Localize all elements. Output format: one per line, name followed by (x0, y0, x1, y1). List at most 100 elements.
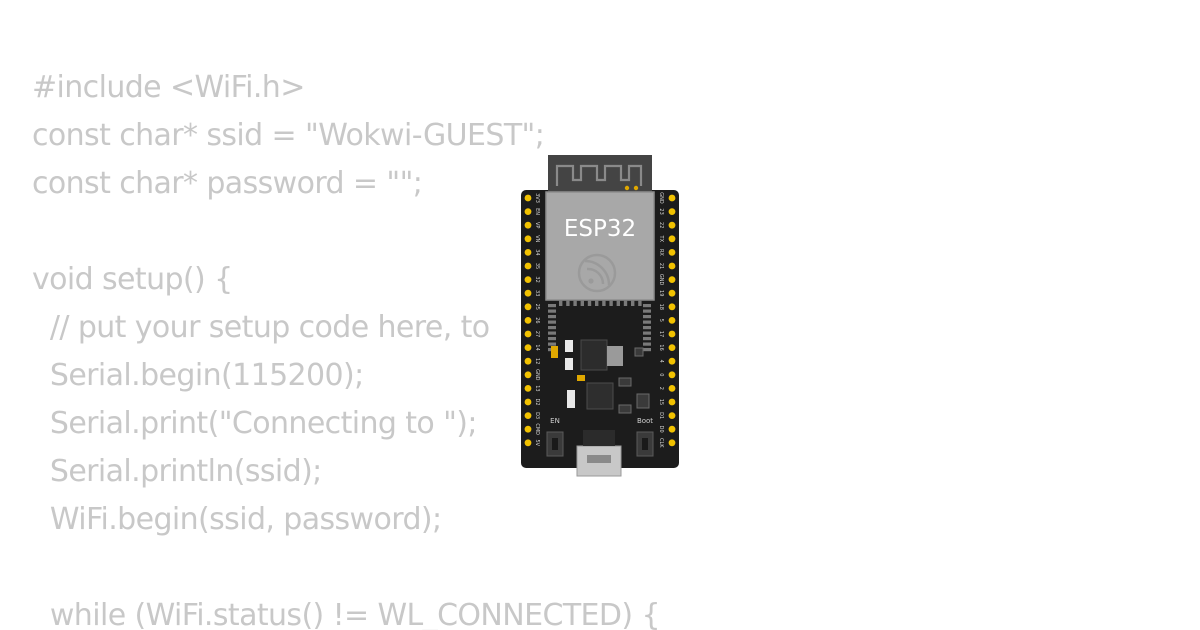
antenna-area (548, 155, 652, 197)
pin-label: 35 (534, 263, 540, 269)
module-pad (573, 300, 577, 306)
pin-left-13[interactable] (524, 357, 532, 365)
esp32-board-graphic: ESP32 EN Boot (521, 155, 679, 477)
module-pad (587, 300, 592, 306)
pin-left-14[interactable] (524, 371, 532, 379)
pin-right-18[interactable] (668, 425, 676, 433)
pin-right-9[interactable] (668, 303, 676, 311)
module-pad (548, 315, 556, 319)
esp32-board[interactable]: ESP32 EN Boot (517, 150, 683, 480)
pin-label: 26 (534, 317, 540, 323)
code-line-6: // put your setup code here, to (32, 310, 490, 345)
pin-left-5[interactable] (524, 249, 532, 256)
pin-left-2[interactable] (524, 208, 532, 215)
smd-component (634, 347, 644, 357)
pin-right-10[interactable] (668, 317, 676, 324)
smd-component (567, 390, 575, 408)
module-pad (548, 337, 556, 341)
pin-right-13[interactable] (668, 357, 676, 365)
module-pad (643, 348, 651, 352)
pin-label: 4 (658, 360, 664, 363)
pin-right-12[interactable] (668, 344, 676, 351)
module-pad (623, 300, 628, 306)
pin-right-6[interactable] (668, 262, 676, 270)
pin-headers: 3V3ENVPVN343532332526271412GND13D2D3CMD5… (524, 192, 676, 448)
pin-label: 27 (534, 331, 540, 337)
module-pad (548, 342, 556, 346)
pin-right-2[interactable] (668, 208, 676, 215)
pin-label: 14 (534, 344, 540, 350)
antenna-trace-icon (555, 164, 643, 186)
module-pad (609, 300, 613, 306)
pin-left-9[interactable] (524, 303, 532, 311)
smd-component (618, 377, 632, 387)
pin-left-1[interactable] (524, 194, 532, 202)
pin-left-8[interactable] (524, 289, 532, 297)
pin-right-19[interactable] (668, 439, 676, 447)
pin-right-5[interactable] (668, 249, 676, 256)
pin-right-3[interactable] (668, 221, 676, 229)
module-pad (643, 304, 651, 308)
pin-right-17[interactable] (668, 412, 676, 419)
pin-label: GND (534, 369, 540, 381)
pin-label: GND (658, 274, 664, 286)
code-line-2: const char* ssid = "Wokwi-GUEST"; (32, 118, 545, 153)
pin-right-4[interactable] (668, 235, 676, 243)
pin-left-15[interactable] (524, 385, 532, 392)
module-pad (548, 331, 556, 335)
pin-right-11[interactable] (668, 330, 676, 338)
pin-left-10[interactable] (524, 317, 532, 324)
pin-label: 19 (658, 290, 664, 296)
pin-left-4[interactable] (524, 235, 532, 243)
pin-label: 21 (658, 263, 664, 269)
pin-label: GND (658, 192, 664, 204)
pin-right-7[interactable] (668, 276, 676, 283)
voltage-regulator (580, 339, 608, 371)
pin-left-11[interactable] (524, 330, 532, 338)
pin-left-18[interactable] (524, 425, 532, 433)
pin-left-19[interactable] (524, 439, 532, 447)
usb-uart-chip (586, 382, 614, 410)
led-indicator (624, 185, 630, 191)
module-pad (559, 300, 563, 306)
module-pad (548, 320, 556, 324)
module-pad (548, 326, 556, 330)
pin-left-3[interactable] (524, 221, 532, 229)
led-indicator (633, 185, 639, 191)
module-pad (643, 320, 651, 324)
pin-right-14[interactable] (668, 371, 676, 379)
smd-component (636, 393, 650, 409)
module-pad (643, 315, 651, 319)
pin-label: 33 (534, 290, 540, 296)
module-pad (548, 304, 556, 308)
pin-left-16[interactable] (524, 398, 532, 406)
pin-label: 0 (658, 373, 664, 376)
module-pad (548, 309, 556, 313)
espressif-logo-icon (577, 253, 617, 293)
pin-right-1[interactable] (668, 194, 676, 202)
pin-right-16[interactable] (668, 398, 676, 406)
pin-label: 23 (658, 208, 664, 214)
pin-label: D1 (658, 412, 664, 419)
module-pad (566, 300, 570, 306)
code-line-8: Serial.print("Connecting to "); (32, 406, 478, 441)
module-pad (631, 300, 635, 306)
pin-label: 18 (658, 304, 664, 310)
pin-label: D3 (534, 412, 540, 419)
pin-label: 15 (658, 399, 664, 405)
smd-component (565, 358, 573, 370)
pin-left-7[interactable] (524, 276, 532, 283)
module-pad (638, 300, 642, 306)
code-line-5: void setup() { (32, 262, 233, 297)
pin-label: 5V (534, 439, 540, 446)
regulator-tab (607, 346, 623, 366)
pin-right-15[interactable] (668, 385, 676, 392)
code-editor[interactable]: #include <WiFi.h>const char* ssid = "Wok… (32, 64, 1192, 630)
pin-right-8[interactable] (668, 289, 676, 297)
pin-label: 34 (534, 249, 540, 255)
boot-button-label: Boot (637, 417, 653, 425)
code-line-9: Serial.println(ssid); (32, 454, 322, 489)
pin-left-6[interactable] (524, 262, 532, 270)
pin-left-12[interactable] (524, 344, 532, 351)
pin-left-17[interactable] (524, 412, 532, 419)
